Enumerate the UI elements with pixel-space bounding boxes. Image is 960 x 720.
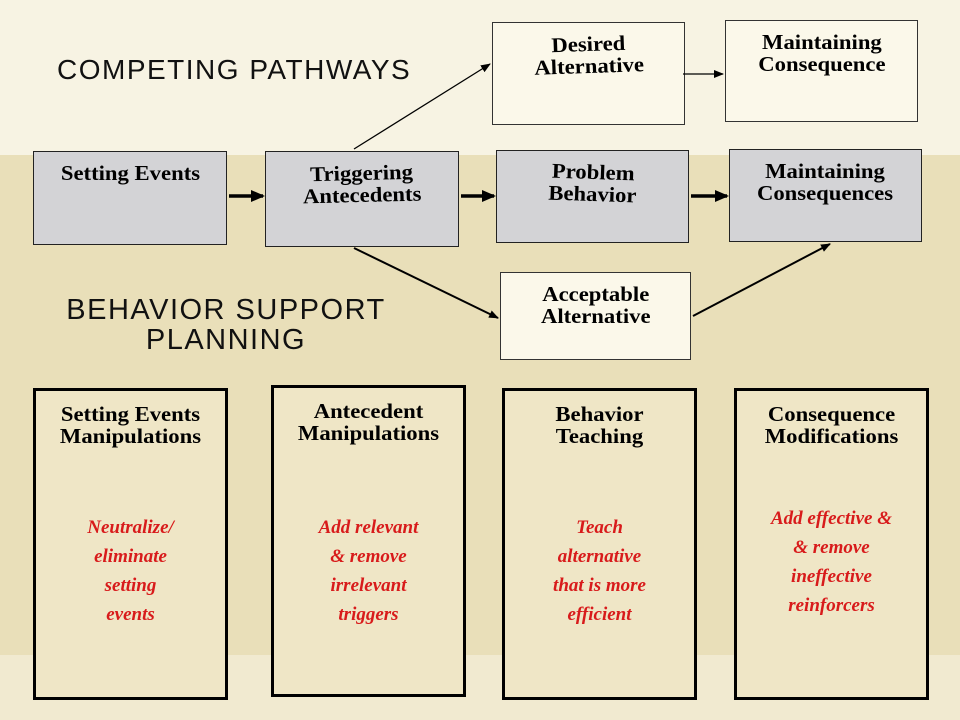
arrow-triggering-to-desired xyxy=(353,63,491,150)
setting-events-label: Setting Events xyxy=(60,161,200,185)
maintaining-consequences-box: Maintaining Consequences xyxy=(729,149,922,242)
problem-behavior-box: Problem Behavior xyxy=(496,150,689,243)
setting-events-manipulations-body: Neutralize/ eliminate setting events xyxy=(87,517,174,625)
behavior-teaching-title: Behavior Teaching xyxy=(555,402,644,449)
heading-competing-pathways: COMPETING PATHWAYS xyxy=(57,54,412,85)
heading-behavior-support-planning: BEHAVIOR SUPPORT PLANNING xyxy=(66,294,386,357)
setting-events-box: Setting Events xyxy=(33,151,227,245)
acceptable-alternative-label: Acceptable Alternative xyxy=(540,282,651,329)
setting-events-manipulations-title: Setting Events Manipulations xyxy=(59,402,202,449)
antecedent-manipulations-title: Antecedent Manipulations xyxy=(297,399,440,446)
antecedent-manipulations-body: Add relevant & remove irrelevant trigger… xyxy=(318,517,419,625)
consequence-modifications-body: Add effective & & remove ineffective rei… xyxy=(771,508,892,616)
behavior-teaching-box: Behavior Teaching Teach alternative that… xyxy=(502,388,697,700)
arrow-triggering-to-acceptable xyxy=(353,247,499,319)
maintaining-consequence-label: Maintaining Consequence xyxy=(757,30,886,77)
maintaining-consequence-box: Maintaining Consequence xyxy=(725,20,918,122)
behavior-teaching-body: Teach alternative that is more efficient xyxy=(553,517,646,625)
consequence-modifications-title: Consequence Modifications xyxy=(764,402,899,449)
triggering-antecedents-box: Triggering Antecedents xyxy=(265,151,459,247)
consequence-modifications-box: Consequence Modifications Add effective … xyxy=(734,388,929,700)
arrow-acceptable-to-consequences xyxy=(692,243,831,317)
setting-events-manipulations-box: Setting Events Manipulations Neutralize/… xyxy=(33,388,228,700)
maintaining-consequences-label: Maintaining Consequences xyxy=(757,159,894,206)
acceptable-alternative-box: Acceptable Alternative xyxy=(500,272,691,360)
antecedent-manipulations-box: Antecedent Manipulations Add relevant & … xyxy=(271,385,466,697)
desired-alternative-box: Desired Alternative xyxy=(492,22,685,125)
